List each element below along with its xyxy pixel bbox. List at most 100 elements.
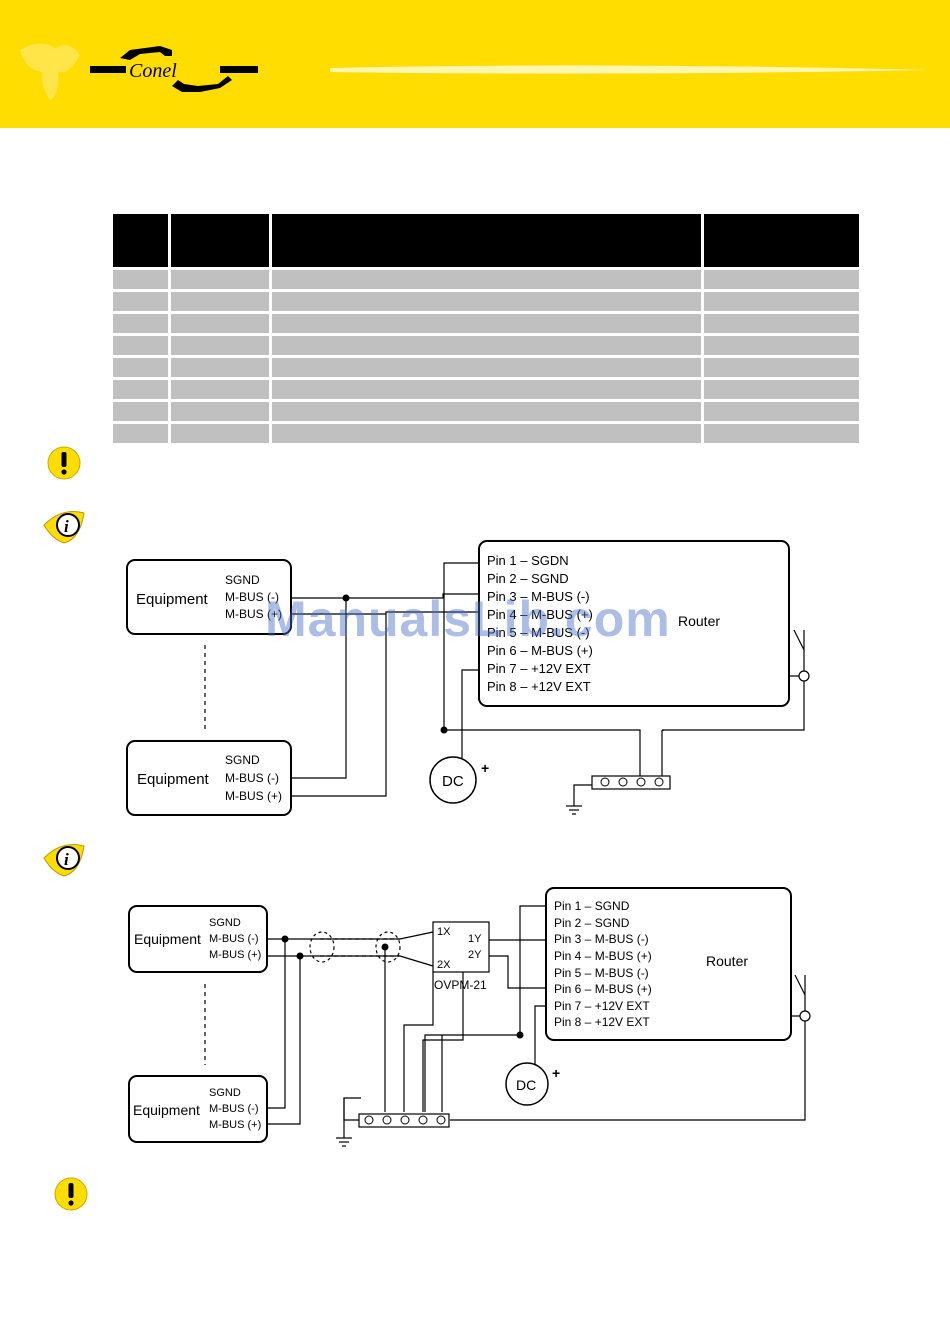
logo-text: Conel: [129, 60, 177, 82]
ovpm-pin-label: 2X: [437, 959, 451, 971]
router-pin-label: Pin 8 – +12V EXT: [487, 679, 591, 694]
router-pin-label: Pin 2 – SGND: [487, 571, 569, 586]
ovpm-pin-label: 1X: [437, 926, 451, 938]
router-pin-label: Pin 7 – +12V EXT: [487, 661, 591, 676]
table-header-cell: [702, 214, 859, 269]
antenna-connector-icon: [798, 670, 810, 682]
table-cell: [113, 399, 171, 423]
table-cell: [169, 377, 272, 401]
router-label: Router: [678, 613, 720, 629]
table-cell: [169, 289, 272, 313]
router-box: [478, 540, 790, 707]
warning-icon: [54, 1177, 88, 1211]
ovpm-pin-label: 2Y: [468, 949, 482, 961]
info-icon: i: [43, 844, 85, 877]
table-cell: [169, 311, 272, 335]
router-pin-label: Pin 6 – M-BUS (+): [554, 982, 652, 996]
wiring-diagram-2: DC + 1X 2X 1Y 2Y OVPM-21 Equipment SGND …: [128, 887, 811, 1147]
table-row: [113, 333, 859, 357]
router-box: [545, 887, 792, 1041]
table-cell: [113, 333, 171, 357]
table-cell: [113, 311, 171, 335]
table-cell: [113, 289, 171, 313]
pin-label: SGND: [209, 1087, 241, 1099]
wiring-diagram-1: DC + Equipment SGND M-BUS (-) M-BUS (+) …: [126, 540, 810, 816]
info-icon: i: [43, 511, 85, 544]
watermark: ManualsLib.com: [265, 591, 671, 647]
table-cell: [702, 333, 859, 357]
pin-label: M-BUS (-): [225, 771, 279, 785]
table-header-row: [113, 214, 859, 269]
router-pin-label: Pin 1 – SGDN: [487, 553, 569, 568]
router-pin-label: Pin 8 – +12V EXT: [554, 1015, 650, 1029]
table-row: [113, 355, 859, 379]
dc-source: [505, 1062, 549, 1106]
header-graphic: Conel: [20, 43, 930, 100]
table-cell: [702, 377, 859, 401]
equipment-label: Equipment: [134, 931, 201, 947]
table-cell: [270, 311, 704, 335]
ovpm-label: OVPM-21: [434, 978, 487, 992]
router-pin-label: Pin 4 – M-BUS (+): [554, 949, 652, 963]
router-pin-label: Pin 4 – M-BUS (+): [487, 607, 593, 622]
table-cell: [169, 399, 272, 423]
table-cell: [169, 267, 272, 291]
header-band: Conel: [0, 0, 950, 128]
equipment-box: [128, 1075, 268, 1143]
table-cell: [270, 399, 704, 423]
table-row: [113, 377, 859, 401]
table-row: [113, 267, 859, 291]
dc-plus-label: +: [481, 760, 489, 776]
pin-label: SGND: [225, 753, 260, 767]
equipment-label: Equipment: [136, 591, 209, 608]
dc-plus-label: +: [552, 1065, 560, 1081]
table-row: [113, 311, 859, 335]
pin-label: M-BUS (+): [209, 949, 261, 961]
table-cell: [702, 311, 859, 335]
table-row: [113, 289, 859, 313]
equipment-label: Equipment: [137, 771, 210, 788]
table-row: [113, 399, 859, 423]
pinout-table: [113, 214, 859, 443]
conel-logo: Conel: [90, 46, 258, 92]
table-cell: [169, 421, 272, 443]
router-pin-label: Pin 5 – M-BUS (-): [554, 966, 649, 980]
table-cell: [702, 289, 859, 313]
world-map-shape: [20, 43, 80, 100]
table-cell: [702, 421, 859, 443]
table-header-cell: [169, 214, 272, 269]
table-cell: [113, 267, 171, 291]
terminal-block: [591, 775, 671, 790]
pin-label: SGND: [209, 917, 241, 929]
router-pin-label: Pin 1 – SGND: [554, 899, 630, 913]
pin-label: SGND: [225, 573, 260, 587]
table-cell: [270, 267, 704, 291]
header-swoosh: [330, 65, 930, 74]
svg-text:i: i: [64, 517, 69, 536]
table-cell: [270, 289, 704, 313]
table-cell: [702, 399, 859, 423]
table-cell: [169, 355, 272, 379]
equipment-box: [126, 559, 292, 635]
dc-source: [429, 756, 477, 804]
table-cell: [113, 421, 171, 443]
router-pin-label: Pin 3 – M-BUS (-): [487, 589, 590, 604]
table-cell: [270, 355, 704, 379]
table-cell: [270, 377, 704, 401]
router-pin-label: Pin 3 – M-BUS (-): [554, 932, 649, 946]
router-pin-label: Pin 5 – M-BUS (-): [487, 625, 590, 640]
table-cell: [113, 355, 171, 379]
pin-label: M-BUS (-): [209, 1103, 259, 1115]
table-cell: [113, 377, 171, 401]
router-pin-label: Pin 6 – M-BUS (+): [487, 643, 593, 658]
dc-label: DC: [442, 773, 464, 790]
svg-text:i: i: [64, 850, 69, 869]
pin-label: M-BUS (+): [209, 1119, 261, 1131]
table-cell: [270, 421, 704, 443]
antenna-connector-icon: [799, 1010, 811, 1022]
table-cell: [702, 355, 859, 379]
table-header-cell: [270, 214, 704, 269]
table-cell: [702, 267, 859, 291]
warning-icon: [47, 446, 81, 480]
router-pin-label: Pin 7 – +12V EXT: [554, 999, 650, 1013]
